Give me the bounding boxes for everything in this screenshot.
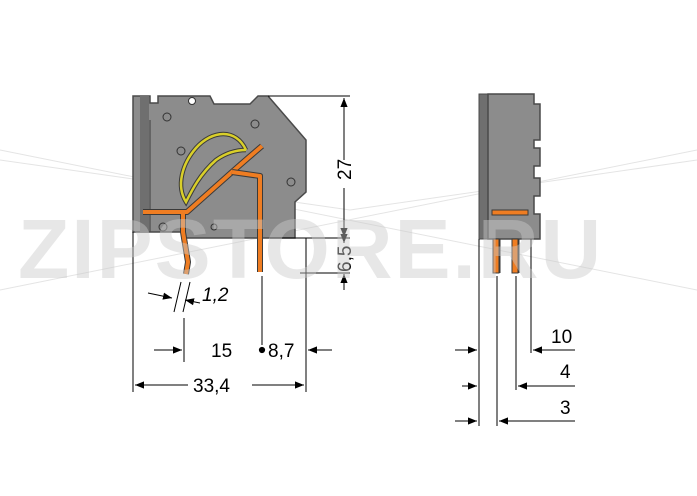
dim-height-label: 27 [335,159,356,180]
dim-pin-offset-label: 8,7 [268,341,294,362]
dimension-1-2 [147,281,201,313]
dim-total-width-label: 33,4 [193,376,230,397]
housing-hole [158,222,168,232]
watermark: ZIPSTORE.RU [18,202,603,296]
dimension-8-7 [258,238,332,392]
dimension-15 [132,232,185,392]
dim-4-label: 4 [560,362,571,383]
housing-hole [250,119,260,129]
dim-width-lower-label: 15 [211,341,232,362]
dim-3-label: 3 [560,398,571,419]
dim-pin-label: 6,5 [335,246,356,272]
dimension-6-5 [270,226,350,290]
front-housing [487,93,541,240]
housing-hole [162,112,172,122]
housing-hole [210,223,218,231]
front-pin [511,238,519,274]
terminal-front-view: 10 4 3 [455,93,575,426]
housing-hole [176,146,186,156]
housing-slot [140,96,149,232]
terminal-side-view: 27 6,5 1,2 15 8,7 [132,95,356,397]
contact-busbar [143,143,264,275]
housing-hole [286,177,296,187]
front-pin [492,238,500,274]
dim-10-label: 10 [551,327,572,348]
housing-hole [188,97,196,105]
watermark-text: ZIPSTORE.RU [18,202,603,296]
dim-pin-thickness-label: 1,2 [202,285,229,306]
